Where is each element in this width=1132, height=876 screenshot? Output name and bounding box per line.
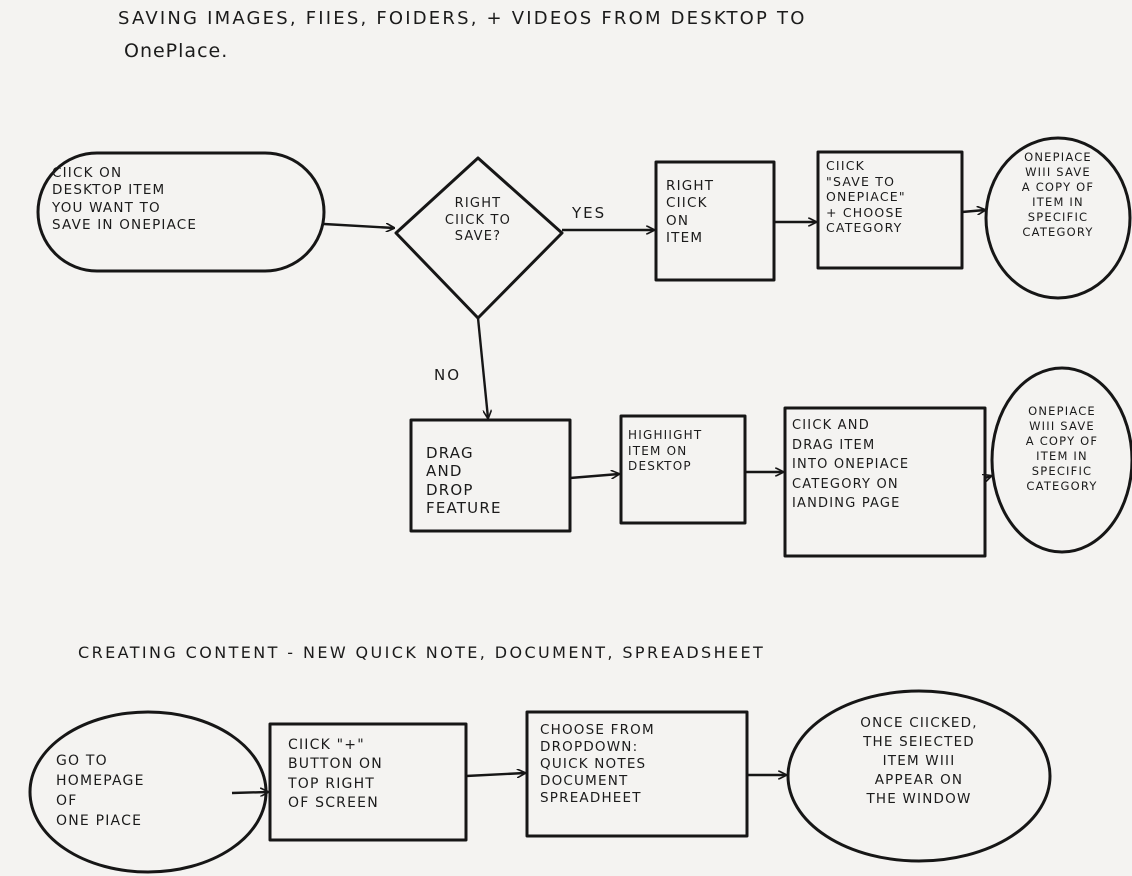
end1-shape xyxy=(984,136,1132,300)
node-dragdrop-label: DRAG AND DROP FEATURE xyxy=(426,444,502,517)
node-clickdrag-label: CIICK AND DRAG ITEM INTO ONEPIACE CATEGO… xyxy=(792,418,910,511)
section2-title: CREATING CONTENT - NEW QUICK NOTE, DOCUM… xyxy=(78,643,766,662)
edge-plus-choose xyxy=(465,773,525,776)
edge-label-yes: YES xyxy=(572,204,607,222)
node-saveto-label: CIICK "SAVE TO ONEPIACE" + CHOOSE CATEGO… xyxy=(826,158,906,235)
end2-shape xyxy=(990,366,1132,554)
node-decision-label: RIGHT CIICK TO SAVE? xyxy=(444,196,512,245)
node-end1-label: ONEPIACE WIII SAVE A COPY OF ITEM IN SPE… xyxy=(1021,150,1095,239)
node-plus-label: CIICK "+" BUTTON ON TOP RIGHT OF SCREEN xyxy=(288,737,383,811)
edge-saveto-end1 xyxy=(961,210,985,212)
node-end3-label: ONCE CIICKED, THE SEIECTED ITEM WIII APP… xyxy=(860,715,978,807)
node-start2-label: GO TO HOMEPAGE OF ONE PIACE xyxy=(56,753,145,829)
plus-shape xyxy=(268,722,468,842)
highlight-shape xyxy=(619,414,747,525)
edge-clickdrag-end2 xyxy=(985,476,991,478)
end3-shape xyxy=(786,689,1052,863)
edge-decision-dragdrop xyxy=(476,317,488,418)
start1-shape xyxy=(36,151,326,273)
save-to-shape xyxy=(816,150,964,270)
edge-label-no: NO xyxy=(434,366,462,384)
edge-dragdrop-highlight xyxy=(569,474,619,480)
edge-start1-decision xyxy=(323,222,394,228)
node-choose-label: CHOOSE FROM DROPDOWN: QUICK NOTES DOCUME… xyxy=(540,722,655,806)
section1-title-line1: SAVING IMAGES, FIIES, FOIDERS, + VIDEOS … xyxy=(118,8,807,29)
node-highlight-label: HIGHIIGHT ITEM ON DESKTOP xyxy=(628,428,703,474)
node-start1-label: CIICK ON DESKTOP ITEM YOU WANT TO SAVE I… xyxy=(52,165,198,233)
edge-start2-plus xyxy=(231,792,268,793)
drag-drop-shape xyxy=(409,418,572,533)
node-end2-label: ONEPIACE WIII SAVE A COPY OF ITEM IN SPE… xyxy=(1025,404,1099,493)
section1-title-line2: OnePlace. xyxy=(124,40,229,62)
node-rightclick-label: RIGHT CIICK ON ITEM xyxy=(666,178,715,246)
